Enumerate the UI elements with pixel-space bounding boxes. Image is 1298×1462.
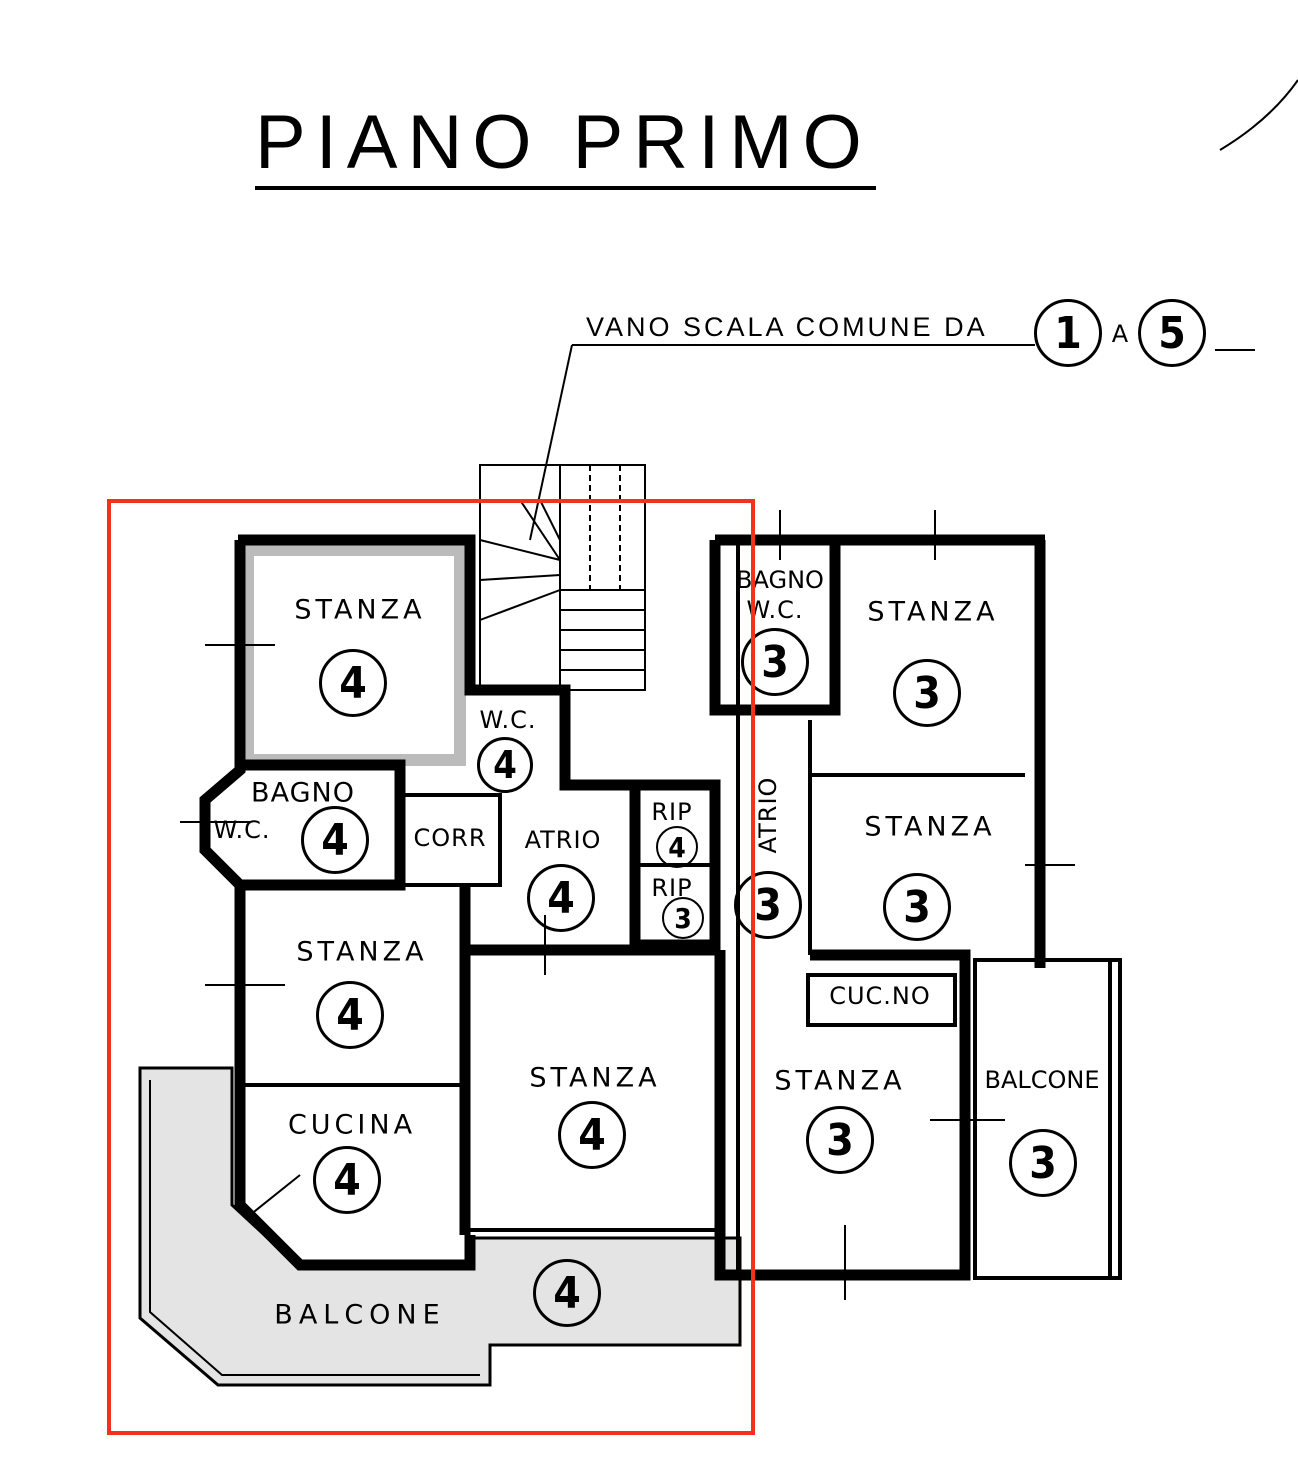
unit-badge: 4 <box>656 826 698 868</box>
leader-lines <box>529 79 1298 541</box>
stair-to-badge: 5 <box>1138 299 1206 367</box>
room-label-stanza: STANZA <box>864 811 996 843</box>
stairs <box>479 464 646 691</box>
unit-badge: 3 <box>741 628 809 696</box>
unit-badge: 3 <box>1009 1129 1077 1197</box>
room-label-bagno: BAGNO <box>251 777 355 809</box>
room-label-stanza: STANZA <box>529 1062 661 1094</box>
stair-from-badge: 1 <box>1034 299 1102 367</box>
room-label-bagno-wc: W.C. <box>213 816 271 844</box>
stair-note-text: VANO SCALA COMUNE DA <box>586 312 988 342</box>
unit-badge: 4 <box>533 1259 601 1327</box>
stair-joiner: A <box>1111 320 1129 348</box>
room-label-balcone: BALCONE <box>984 1066 1100 1094</box>
room-label-stanza: STANZA <box>774 1065 906 1097</box>
plan-title: PIANO PRIMO <box>255 100 876 190</box>
opening-ticks <box>180 510 1075 1300</box>
room-label-rip: RIP <box>651 798 693 826</box>
unit-badge: 4 <box>316 981 384 1049</box>
room-label-cucinotto: CUC.NO <box>829 982 931 1010</box>
unit-badge: 4 <box>477 737 533 793</box>
unit-badge: 3 <box>662 897 704 939</box>
unit-badge: 4 <box>527 864 595 932</box>
room-label-corr: CORR <box>413 824 487 852</box>
room-label-atrio: ATRIO <box>524 826 602 854</box>
room-label-atrio: ATRIO <box>754 776 782 854</box>
unit-badge: 4 <box>313 1146 381 1214</box>
room-label-wc: W.C. <box>479 706 537 734</box>
unit-badge: 3 <box>883 873 951 941</box>
room-label-stanza: STANZA <box>867 596 999 628</box>
unit-badge: 4 <box>558 1101 626 1169</box>
room-label-cucina: CUCINA <box>287 1109 417 1141</box>
unit-highlight-box <box>107 499 755 1435</box>
room-label-balcone: BALCONE <box>274 1299 446 1331</box>
room-label-bagno: BAGNO <box>736 566 824 594</box>
unit-badge: 3 <box>806 1106 874 1174</box>
unit-badge: 3 <box>734 871 802 939</box>
unit-badge: 4 <box>301 806 369 874</box>
unit-badge: 3 <box>893 659 961 727</box>
room-label-stanza: STANZA <box>296 936 428 968</box>
room-label-stanza: STANZA <box>294 594 426 626</box>
stair-note: VANO SCALA COMUNE DA <box>586 312 988 343</box>
room-label-bagno-wc: W.C. <box>746 596 804 624</box>
walls <box>199 534 1046 1281</box>
unit-badge: 4 <box>319 649 387 717</box>
